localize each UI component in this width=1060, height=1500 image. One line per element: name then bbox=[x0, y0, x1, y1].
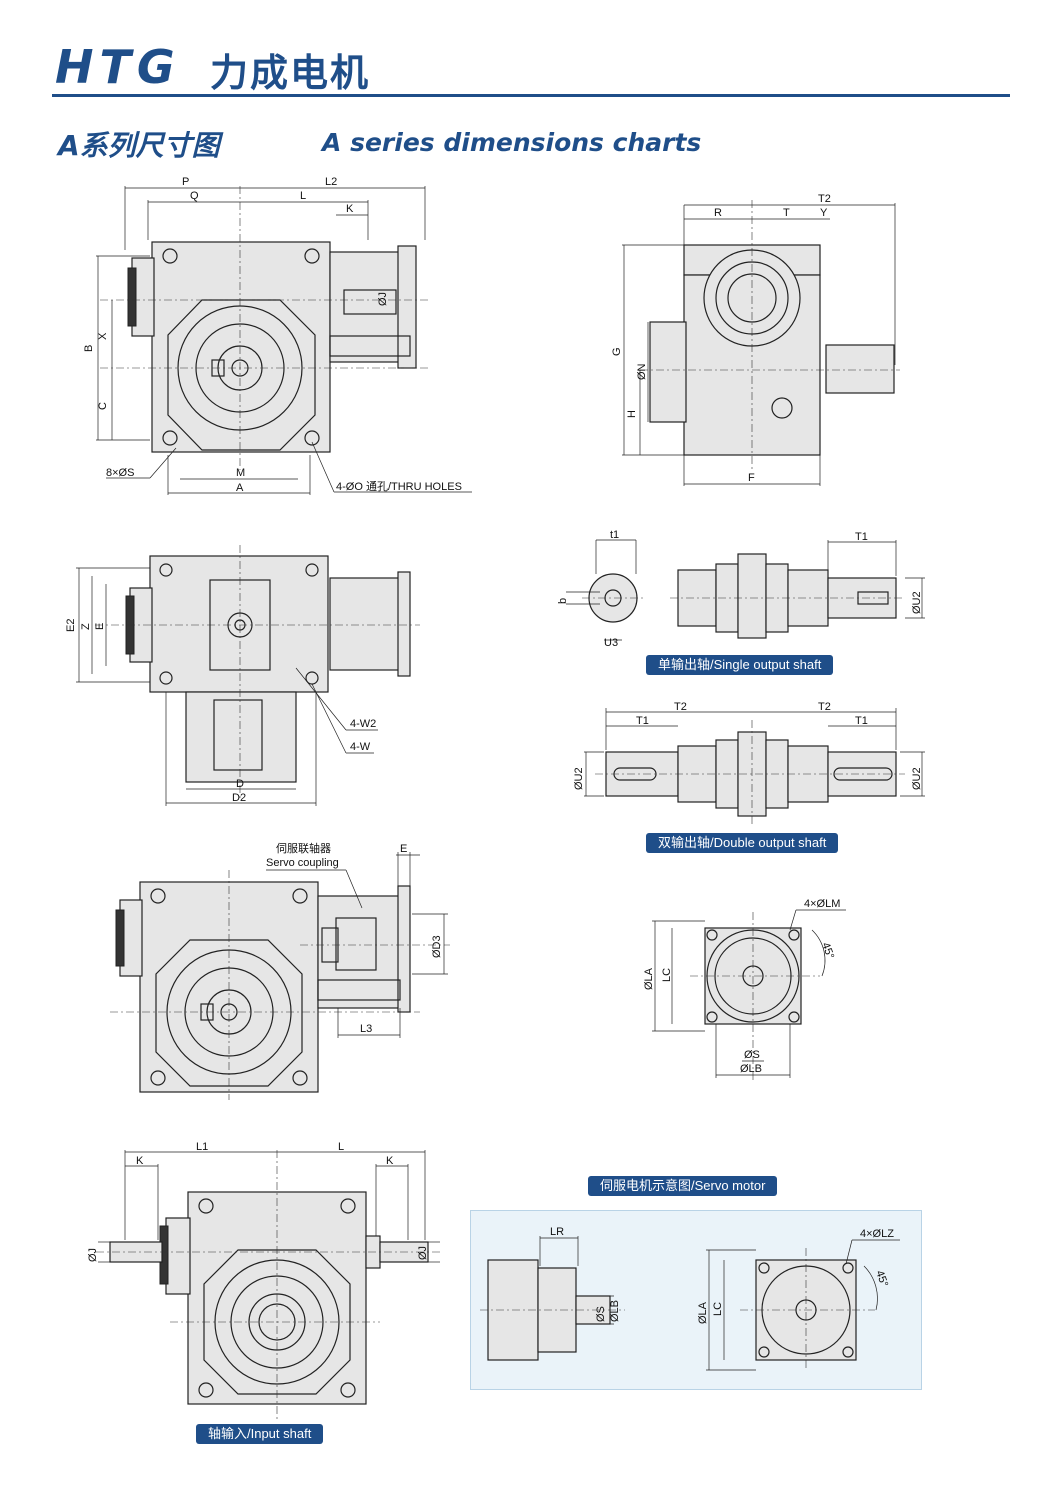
caption-servo-motor: 伺服电机示意图/Servo motor bbox=[588, 1176, 778, 1196]
dim-d: D bbox=[236, 778, 244, 790]
title-cn-text: 系列尺寸图 bbox=[79, 129, 220, 162]
title-cn-prefix: A bbox=[58, 129, 80, 162]
dim-45-flange: 45° bbox=[819, 941, 836, 961]
page-title-en: A series dimensions charts bbox=[322, 128, 701, 157]
servo-coupling-en: Servo coupling bbox=[266, 857, 339, 869]
title-en-prefix: A bbox=[322, 128, 342, 157]
dim-b-small: b bbox=[557, 598, 569, 604]
dim-e2: E2 bbox=[65, 619, 77, 632]
single-shaft-view: t1 T1 b U3 ØU2 bbox=[557, 529, 925, 649]
dim-lc-flange: LC bbox=[661, 968, 673, 982]
dim-k: K bbox=[346, 203, 354, 215]
dim-h: H bbox=[626, 410, 638, 418]
dim-la-flange: ØLA bbox=[643, 967, 655, 990]
dim-l-input: L bbox=[338, 1141, 344, 1153]
dim-u2-left: ØU2 bbox=[573, 767, 585, 790]
caption-single-output-shaft: 单输出轴/Single output shaft bbox=[646, 655, 834, 675]
dim-k-right: K bbox=[386, 1155, 394, 1167]
dim-r: R bbox=[714, 207, 722, 219]
dim-t1-right: T1 bbox=[855, 715, 868, 727]
dim-z: Z bbox=[80, 623, 92, 630]
dim-p: P bbox=[182, 176, 189, 188]
double-shaft-view: T2 T2 T1 T1 ØU2 ØU2 bbox=[573, 701, 925, 825]
dim-x: X bbox=[97, 332, 109, 340]
dim-lr: LR bbox=[550, 1226, 564, 1238]
dim-y: Y bbox=[820, 207, 828, 219]
dim-lc-motor: LC bbox=[712, 1302, 724, 1316]
caption-input-shaft: 轴输入/Input shaft bbox=[196, 1424, 324, 1444]
note-8xs: 8×ØS bbox=[106, 467, 134, 479]
dim-l3: L3 bbox=[360, 1023, 372, 1035]
title-en-text: series dimensions charts bbox=[350, 128, 702, 157]
dim-e-coupling: E bbox=[400, 843, 407, 855]
dim-lb-motor: ØLB bbox=[609, 1300, 621, 1322]
input-shaft-view: K L1 L K ØJ ØJ bbox=[87, 1141, 440, 1420]
dim-c: C bbox=[97, 402, 109, 410]
dim-d2: D2 bbox=[232, 792, 246, 804]
flange-view: 4×ØLM 45° ØLA LC ØS ØLB bbox=[643, 898, 846, 1080]
servo-coupling-cn: 伺服联轴器 bbox=[276, 841, 331, 855]
servo-motor-view: LR ØS ØLB 4×ØLZ 45° ØLA LC bbox=[480, 1226, 900, 1371]
dim-j-right: ØJ bbox=[417, 1246, 429, 1260]
dim-t1-left: T1 bbox=[636, 715, 649, 727]
dim-lb-flange: ØLB bbox=[740, 1063, 762, 1075]
brand-name-cn: 力成电机 bbox=[210, 51, 371, 95]
dim-t2-left: T2 bbox=[674, 701, 687, 713]
note-thru-holes: 4-ØO 通孔/THRU HOLES bbox=[336, 480, 462, 493]
dim-j-left: ØJ bbox=[87, 1248, 99, 1262]
top-view: E2 Z E D D2 4-W2 4-W bbox=[65, 545, 420, 806]
dim-t2: T2 bbox=[818, 193, 831, 205]
dim-s-flange: ØS bbox=[744, 1049, 760, 1061]
dim-g: G bbox=[611, 347, 623, 356]
dim-j: ØJ bbox=[377, 292, 389, 306]
dim-q: Q bbox=[190, 190, 199, 202]
caption-double-output-shaft: 双输出轴/Double output shaft bbox=[646, 833, 839, 853]
dim-f: F bbox=[748, 472, 755, 484]
brand-logo: HTG bbox=[55, 40, 181, 94]
dim-k-left: K bbox=[136, 1155, 144, 1167]
dim-la-motor: ØLA bbox=[697, 1301, 709, 1324]
note-4w: 4-W bbox=[350, 741, 371, 753]
dim-u2-right: ØU2 bbox=[911, 767, 923, 790]
note-4w2: 4-W2 bbox=[350, 718, 376, 730]
dim-t: T bbox=[783, 207, 790, 219]
dim-d3: ØD3 bbox=[431, 935, 443, 958]
dim-a: A bbox=[236, 482, 244, 494]
dim-t2-right: T2 bbox=[818, 701, 831, 713]
dim-l2: L2 bbox=[325, 176, 337, 188]
dim-e: E bbox=[94, 623, 106, 630]
dim-45-motor: 45° bbox=[873, 1269, 890, 1289]
dim-4xlz: 4×ØLZ bbox=[860, 1228, 894, 1240]
dim-t1-small: t1 bbox=[610, 529, 619, 541]
dim-m: M bbox=[236, 467, 245, 479]
dim-l1: L1 bbox=[196, 1141, 208, 1153]
dim-s-motor: ØS bbox=[595, 1306, 607, 1322]
dim-u2: ØU2 bbox=[911, 591, 923, 614]
front-view: P Q L2 L K ØJ B X C M A 8×ØS 4-ØO 通孔/THR… bbox=[83, 176, 472, 495]
dim-n: ØN bbox=[636, 363, 648, 380]
dim-t1: T1 bbox=[855, 531, 868, 543]
dim-u3: U3 bbox=[604, 637, 618, 649]
header-rule bbox=[52, 94, 1010, 97]
side-view: R T T2 Y G ØN H F bbox=[611, 193, 900, 486]
dim-4xlm: 4×ØLM bbox=[804, 898, 840, 910]
dim-b: B bbox=[83, 345, 95, 352]
dim-l: L bbox=[300, 190, 306, 202]
page-title-cn: A系列尺寸图 bbox=[58, 124, 220, 164]
servo-coupling-view: 伺服联轴器 Servo coupling E ØD3 L3 bbox=[110, 841, 450, 1100]
